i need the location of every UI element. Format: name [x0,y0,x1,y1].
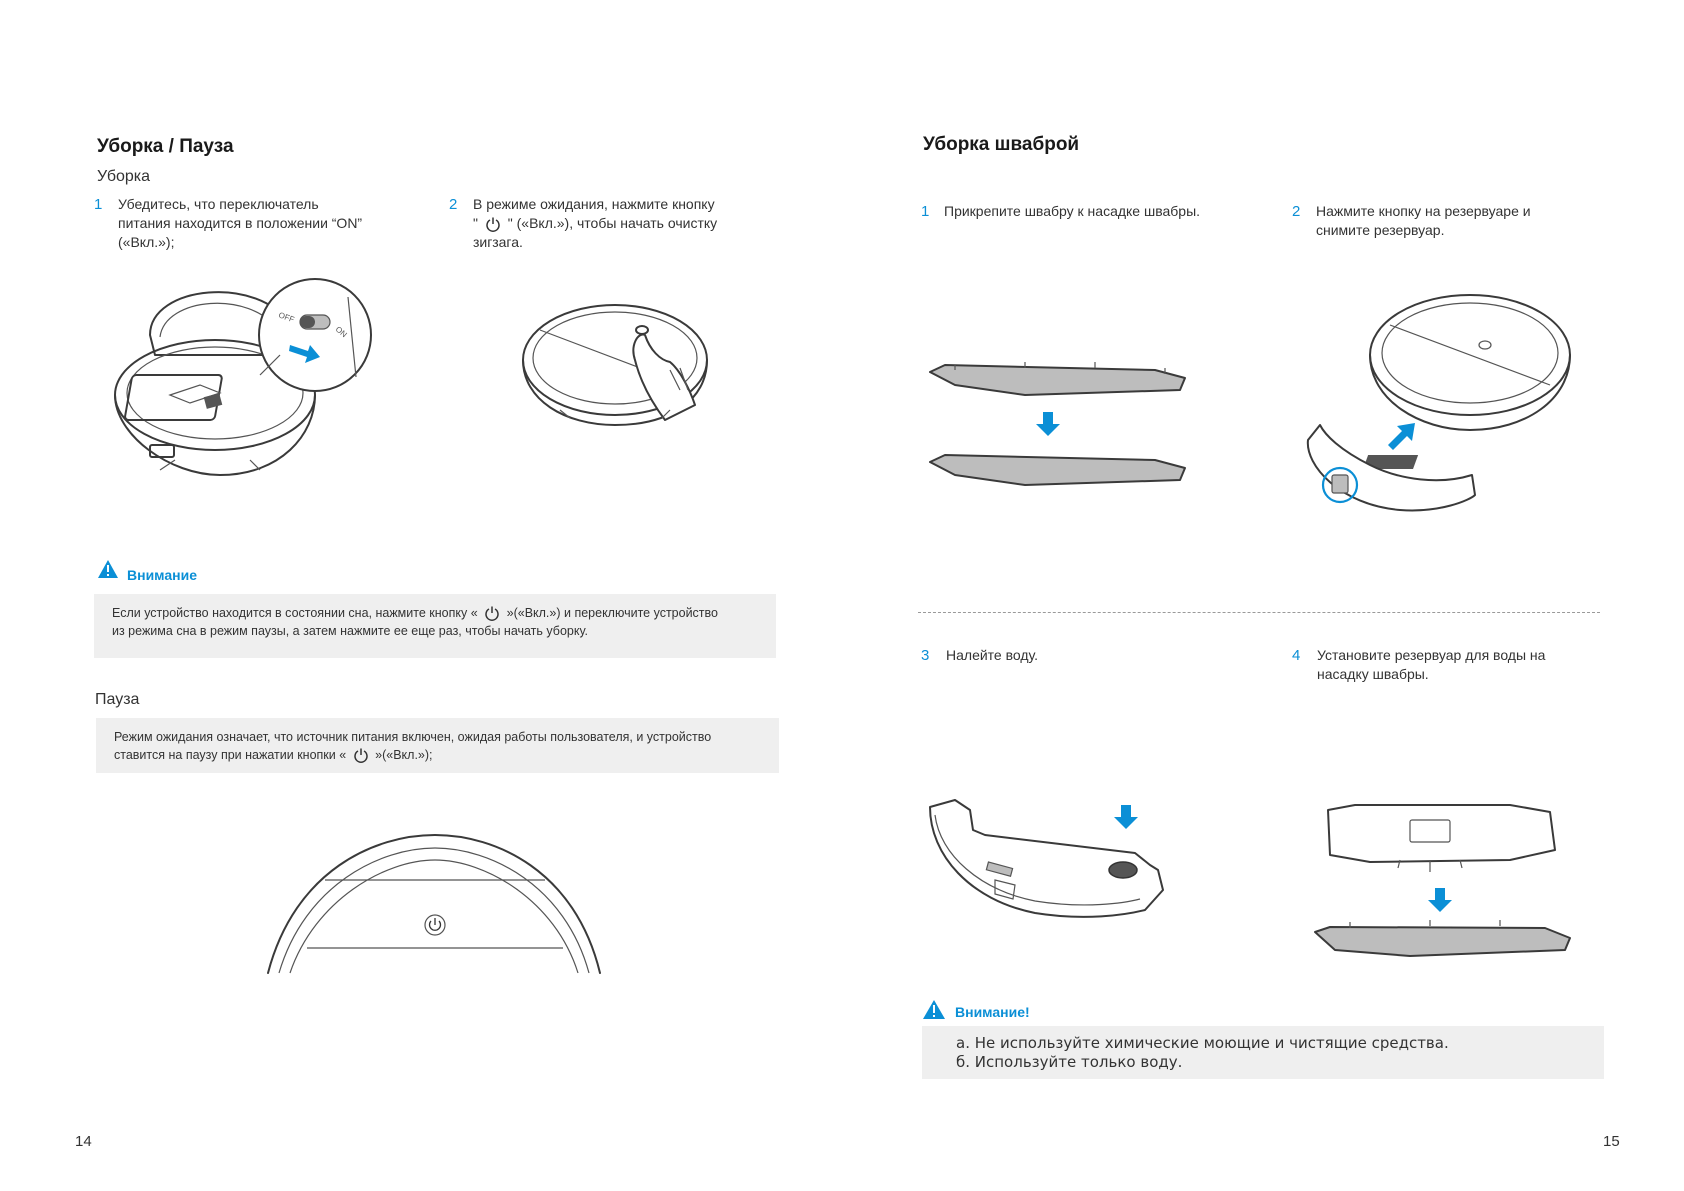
step-text: Убедитесь, что переключатель питания нах… [118,196,363,250]
power-icon [485,606,499,621]
arrow-down-icon [1036,412,1060,436]
step-text: Нажмите кнопку на резервуаре и снимите р… [1316,203,1531,238]
robot-press-button-illustration [522,304,708,426]
step-number: 3 [921,647,930,664]
page-number-left: 14 [75,1133,92,1150]
subtitle-clean: Уборка [97,168,151,185]
arrow-right-icon [289,345,320,363]
subtitle-pause: Пауза [95,691,140,708]
step-number: 1 [921,203,930,220]
mop-attach-illustration [929,362,1186,486]
attention-box [94,594,776,658]
attention-title: Внимание! [955,1004,1030,1020]
step-number: 2 [449,196,458,213]
warning-triangle-icon [98,560,118,578]
attention-box [922,1026,1604,1079]
arrow-down-icon [1428,888,1452,912]
step-number: 2 [1292,203,1301,220]
section-divider [918,612,1600,613]
attention-text: Если устройство находится в состоянии сн… [112,606,718,638]
page-title-left: Уборка / Пауза [97,136,234,157]
robot-top-illustration [267,834,601,974]
attention-text: а. Не используйте химические моющие и чи… [956,1034,1449,1071]
step-number: 1 [94,196,103,213]
step-text: Прикрепите швабру к насадке швабры. [944,203,1201,219]
power-icon [353,748,368,763]
pause-text: Режим ожидания означает, что источник пи… [114,730,712,763]
step-text: В режиме ожидания, нажмите кнопку " " («… [473,196,718,250]
tank-removal-illustration [1306,294,1571,512]
fill-water-illustration [929,799,1164,918]
page-title-right: Уборка шваброй [923,134,1080,155]
attention-title: Внимание [127,567,197,583]
step-text: Налейте воду. [946,647,1039,663]
power-icon [486,217,500,232]
pause-box [96,718,779,773]
arrow-down-icon [1114,805,1138,829]
power-icon [428,920,442,931]
step-text: Установите резервуар для воды на насадку… [1317,647,1546,682]
page-number-right: 15 [1603,1133,1620,1150]
step-number: 4 [1292,647,1301,664]
warning-triangle-icon [923,1000,945,1019]
install-tank-illustration [1314,804,1571,957]
robot-switch-illustration: OFF ON [114,278,372,476]
arrow-diagonal-icon [1388,423,1415,450]
